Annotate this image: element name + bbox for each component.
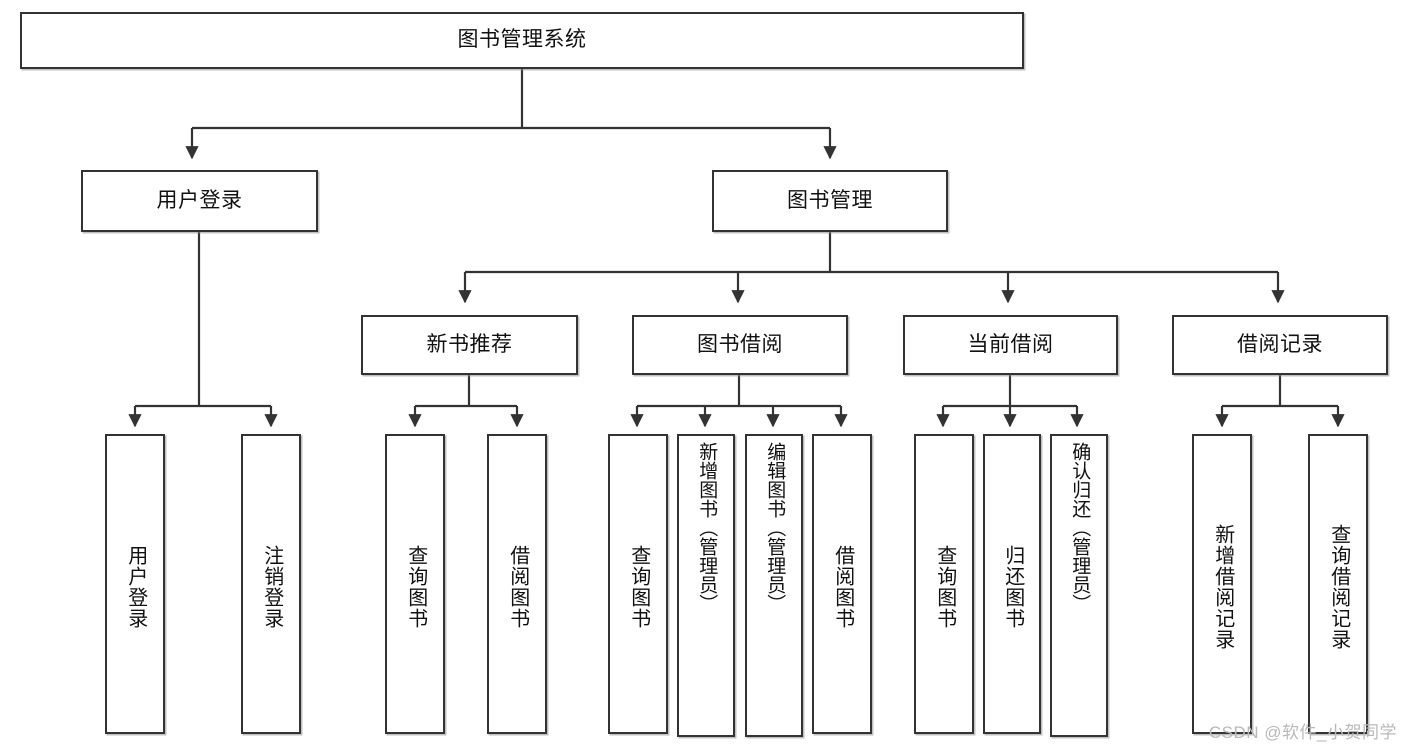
leaf-return-book[interactable]: 归还图书 [983, 434, 1041, 734]
node-label: 当前借阅 [967, 332, 1054, 356]
node-label: 借阅图书 [506, 545, 529, 629]
node-label: 借阅记录 [1237, 332, 1323, 356]
leaf-query-book-current[interactable]: 查询图书 [914, 434, 974, 734]
node-label: 查询图书 [404, 545, 427, 629]
node-borrow-record[interactable]: 借阅记录 [1172, 315, 1388, 375]
node-label: 编辑图书（管理员） [764, 442, 786, 613]
leaf-query-book-recommend[interactable]: 查询图书 [385, 434, 445, 734]
node-label: 归还图书 [1001, 545, 1024, 629]
leaf-add-borrow-record[interactable]: 新增借阅记录 [1192, 434, 1252, 734]
node-label: 确认归还（管理员） [1069, 442, 1091, 613]
node-label: 查询图书 [627, 545, 650, 629]
node-new-book-recommend[interactable]: 新书推荐 [361, 315, 578, 375]
node-user-login[interactable]: 用户登录 [81, 170, 318, 232]
node-label: 查询借阅记录 [1327, 524, 1350, 650]
node-label: 新增借阅记录 [1211, 524, 1234, 650]
watermark: CSDN @软件_小贺同学 [1208, 723, 1397, 742]
node-book-management[interactable]: 图书管理 [712, 170, 948, 232]
leaf-edit-book-admin[interactable]: 编辑图书（管理员） [745, 434, 803, 737]
node-label: 图书管理系统 [457, 28, 587, 52]
node-label: 查询图书 [933, 545, 956, 629]
node-label: 注销登录 [260, 545, 283, 629]
leaf-logout[interactable]: 注销登录 [241, 434, 301, 734]
node-label: 新书推荐 [426, 332, 513, 356]
node-label: 图书借阅 [697, 332, 783, 356]
leaf-query-borrow-record[interactable]: 查询借阅记录 [1308, 434, 1368, 734]
node-book-borrow[interactable]: 图书借阅 [632, 315, 848, 375]
leaf-borrow-book-recommend[interactable]: 借阅图书 [487, 434, 547, 734]
leaf-borrow-book[interactable]: 借阅图书 [812, 434, 872, 734]
node-current-borrow[interactable]: 当前借阅 [903, 315, 1118, 375]
node-label: 用户登录 [156, 188, 243, 212]
node-label: 借阅图书 [831, 545, 854, 629]
leaf-user-login[interactable]: 用户登录 [105, 434, 165, 734]
leaf-query-book-borrow[interactable]: 查询图书 [608, 434, 668, 734]
leaf-add-book-admin[interactable]: 新增图书（管理员） [677, 434, 735, 737]
leaf-confirm-return-admin[interactable]: 确认归还（管理员） [1050, 434, 1108, 737]
node-label: 图书管理 [787, 188, 873, 212]
node-label: 用户登录 [124, 545, 147, 629]
node-root-system[interactable]: 图书管理系统 [20, 12, 1024, 69]
node-label: 新增图书（管理员） [696, 442, 718, 613]
